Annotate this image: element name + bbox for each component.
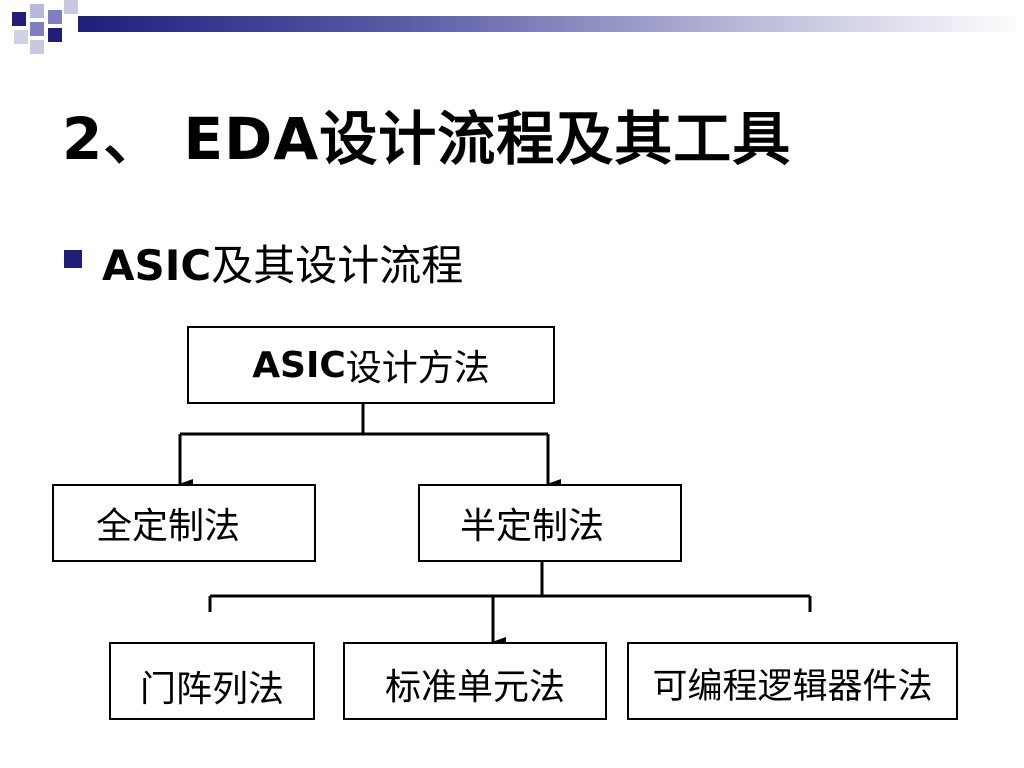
- slide-title: 2、 EDA设计流程及其工具: [62, 105, 792, 173]
- node-semi-custom: 半定制法: [418, 484, 682, 562]
- node-semi-custom-label: 半定制法: [460, 506, 605, 547]
- node-programmable-logic-device: 可编程逻辑器件法: [627, 642, 958, 720]
- bullet-latin: ASIC: [102, 241, 212, 290]
- node-full-custom: 全定制法: [52, 484, 316, 562]
- node-root-latin: ASIC: [252, 344, 346, 386]
- title-accent-bar: [78, 16, 1024, 32]
- corner-decoration: [12, 0, 78, 54]
- node-standard-cell-label: 标准单元法: [384, 667, 565, 708]
- node-pld-label: 可编程逻辑器件法: [652, 667, 933, 707]
- node-full-custom-label: 全定制法: [96, 506, 241, 547]
- bullet-square-icon: [64, 250, 82, 268]
- node-root-label: 设计方法: [345, 348, 490, 389]
- node-gate-array-label: 门阵列法: [139, 669, 284, 710]
- bullet-text: ASIC及其设计流程: [102, 232, 463, 293]
- node-gate-array: 门阵列法: [109, 642, 315, 720]
- node-standard-cell: 标准单元法: [343, 642, 607, 720]
- bullet-label: 及其设计流程: [211, 241, 464, 290]
